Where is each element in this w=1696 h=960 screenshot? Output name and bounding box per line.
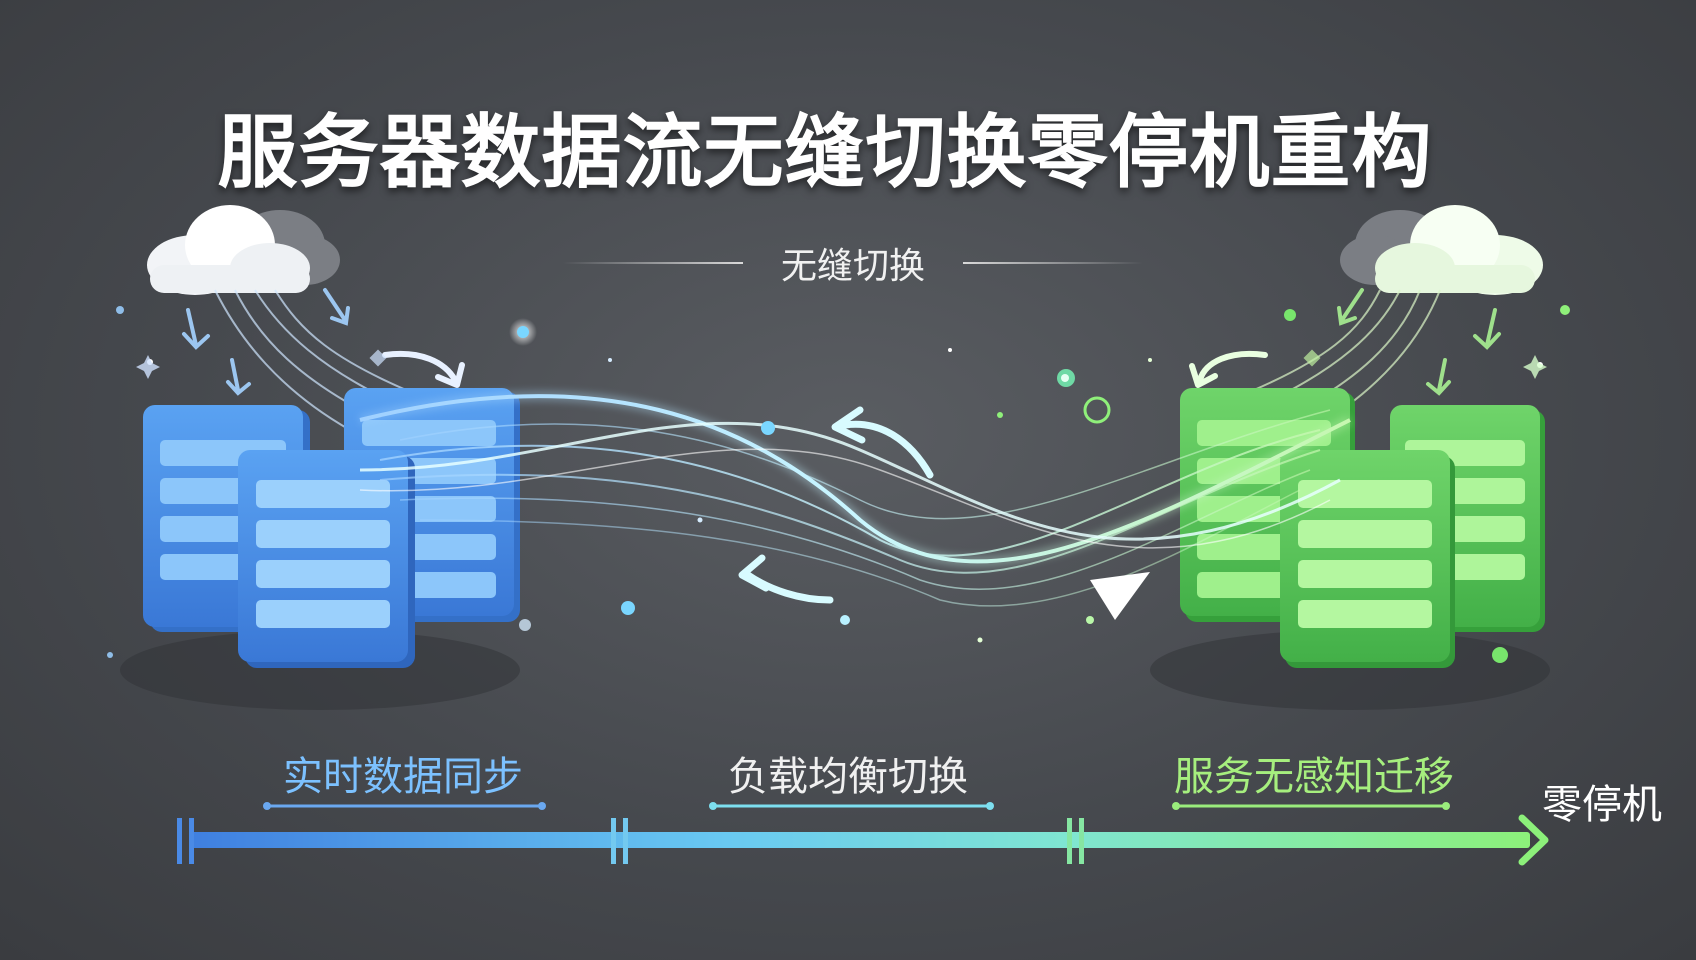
timeline-tick-3 xyxy=(1067,818,1084,864)
timeline-end-label: 零停机 xyxy=(1542,782,1662,828)
return-arrow-upper-icon xyxy=(831,406,934,479)
forward-arrow-icon xyxy=(1090,572,1150,620)
up-arrow-icons xyxy=(1337,288,1501,396)
right-transfer-arrow-icon xyxy=(1189,350,1268,388)
timeline-tick-2 xyxy=(611,818,628,864)
green-server-front xyxy=(1280,450,1455,668)
blue-server-front xyxy=(238,450,415,668)
data-flow-waves xyxy=(358,391,1353,607)
timeline-bar xyxy=(190,814,1549,866)
stage-underline-1 xyxy=(263,802,546,810)
stage-label-service-migration: 服务无感知迁移 xyxy=(1174,754,1454,800)
subtitle-left-line xyxy=(562,262,743,264)
blue-server-cluster xyxy=(143,388,520,668)
stage-label-realtime-sync: 实时数据同步 xyxy=(283,754,523,800)
left-floor-shadow xyxy=(120,630,520,710)
return-arrow-lower-icon xyxy=(738,554,834,604)
sparkle-icons xyxy=(136,349,1547,379)
subtitle-group: 无缝切换 xyxy=(548,238,1158,288)
stage-label-load-balance: 负载均衡切换 xyxy=(728,754,968,800)
left-transfer-arrow-icon xyxy=(382,350,465,388)
left-cloud-icon xyxy=(147,205,340,295)
stage-underline-3 xyxy=(1172,802,1450,810)
subtitle: 无缝切换 xyxy=(780,246,925,287)
stage-underline-2 xyxy=(709,802,994,810)
page-title: 服务器数据流无缝切换零停机重构 xyxy=(217,106,1433,199)
subtitle-right-line xyxy=(963,262,1143,264)
green-server-cluster xyxy=(1180,388,1545,668)
right-cloud-icon xyxy=(1340,205,1543,295)
down-arrow-icons xyxy=(182,288,350,396)
timeline-tick-1 xyxy=(177,818,194,864)
